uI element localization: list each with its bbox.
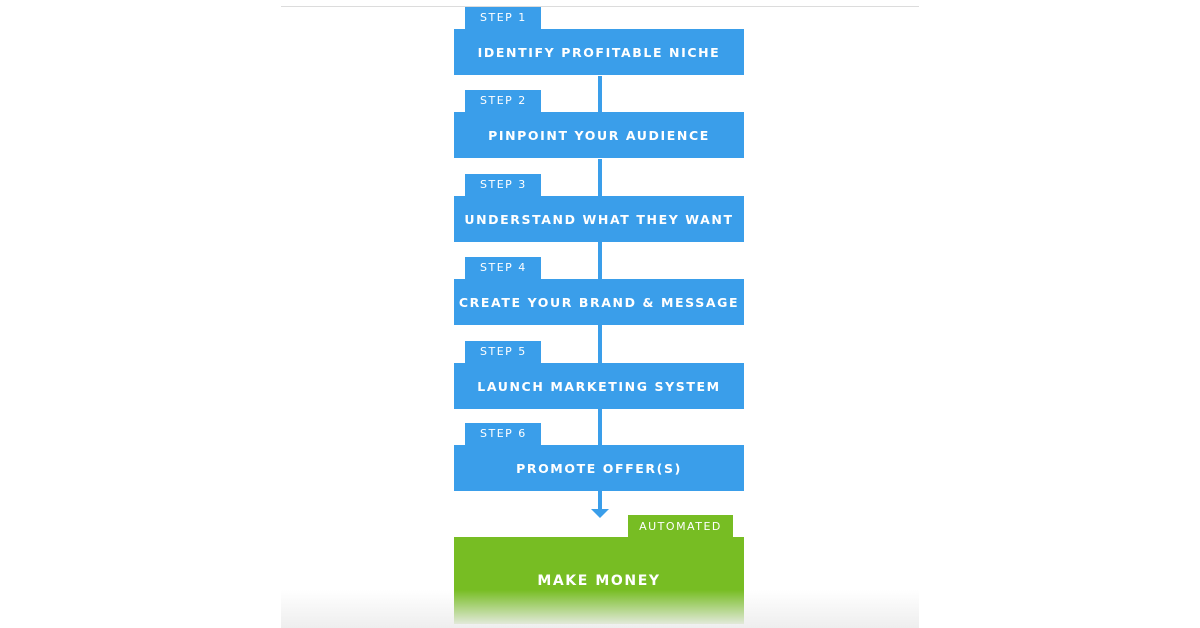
bottom-fade: [281, 590, 919, 628]
step-2-box: PINPOINT YOUR AUDIENCE: [454, 112, 744, 158]
top-divider: [281, 6, 919, 7]
step-2-tab: STEP 2: [465, 90, 541, 112]
arrow-down-icon: [591, 509, 609, 518]
step-6-tab: STEP 6: [465, 423, 541, 445]
step-6-box: PROMOTE OFFER(S): [454, 445, 744, 491]
connector-5-6: [598, 408, 602, 445]
step-3-box: UNDERSTAND WHAT THEY WANT: [454, 196, 744, 242]
connector-6-goal: [598, 491, 602, 510]
connector-4-5: [598, 325, 602, 363]
connector-3-4: [598, 242, 602, 279]
step-1-tab: STEP 1: [465, 7, 541, 29]
step-1-box: IDENTIFY PROFITABLE NICHE: [454, 29, 744, 75]
step-4-tab: STEP 4: [465, 257, 541, 279]
step-5-box: LAUNCH MARKETING SYSTEM: [454, 363, 744, 409]
connector-1-2: [598, 76, 602, 112]
step-5-tab: STEP 5: [465, 341, 541, 363]
step-3-tab: STEP 3: [465, 174, 541, 196]
connector-2-3: [598, 159, 602, 196]
automated-tab: AUTOMATED: [628, 515, 733, 538]
step-4-box: CREATE YOUR BRAND & MESSAGE: [454, 279, 744, 325]
